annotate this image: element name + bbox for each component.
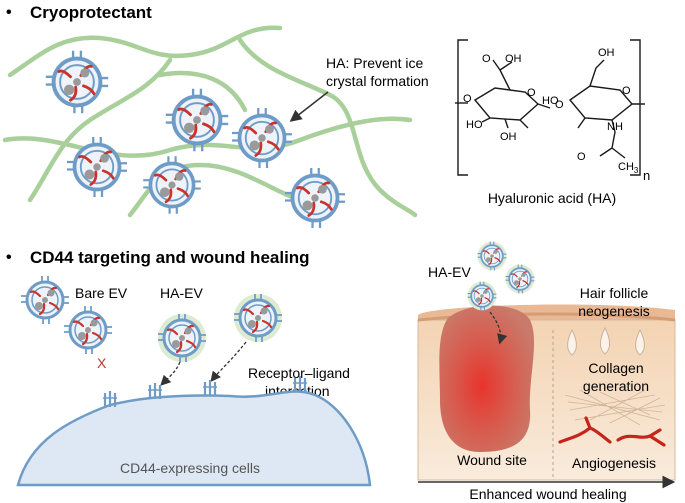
- wound-site-label: Wound site: [457, 452, 527, 468]
- hair-follicle: [600, 326, 610, 355]
- right-bracket: [630, 39, 641, 176]
- cd44-receptor: [101, 389, 119, 409]
- cooh-oh-label: OH: [505, 53, 522, 65]
- blocked-x: X: [97, 355, 107, 371]
- ha-ev: [158, 314, 206, 362]
- bottom-bullet: •: [6, 249, 12, 266]
- repeat-n: n: [643, 168, 650, 183]
- hair-follicle-line1: Hair follicle: [580, 285, 649, 301]
- ev-particle: [163, 86, 231, 154]
- hair-follicle: [635, 328, 645, 356]
- bare-ev: [62, 304, 114, 356]
- collagen-line2: generation: [583, 378, 649, 394]
- ha-note-line1: HA: Prevent ice: [326, 55, 423, 71]
- ha-strand: [237, 37, 418, 218]
- hair-follicle-line2: neogenesis: [578, 303, 650, 319]
- glyco-o-mid: O: [555, 99, 564, 111]
- ring2-oh: OH: [598, 47, 615, 59]
- ha-ev: [506, 265, 535, 294]
- wound-region: [439, 305, 535, 452]
- delivery-arrow: [489, 311, 508, 345]
- ring2-o: O: [622, 85, 631, 97]
- cd44-receptor: [201, 378, 219, 398]
- ha-strand: [27, 57, 173, 203]
- top-bullet: •: [6, 4, 12, 21]
- left-bracket: [457, 39, 468, 176]
- collagen-fibers: [564, 389, 666, 426]
- nh-label: NH: [607, 121, 623, 133]
- healing-ha-ev-label: HA-EV: [428, 264, 471, 280]
- glyco-o-left: O: [463, 93, 472, 105]
- acetyl-o-label: O: [577, 151, 586, 163]
- ev-particle: [283, 166, 347, 230]
- cd44-cell: [16, 390, 372, 487]
- cd44-receptor: [291, 374, 309, 394]
- cd44-receptor: [146, 381, 164, 401]
- ha-ev: [468, 282, 497, 311]
- enhanced-label: Enhanced wound healing: [469, 486, 626, 502]
- ring1-oh: OH: [500, 131, 517, 143]
- ha-ev: [234, 294, 282, 342]
- ring1-o: O: [527, 87, 536, 99]
- binding-arrow: [160, 361, 181, 386]
- ha-note-line2: crystal formation: [326, 73, 429, 89]
- ha-strand: [127, 162, 303, 218]
- ha-strand: [157, 70, 248, 113]
- ha-ev-label: HA-EV: [160, 285, 203, 301]
- top-section-title: Cryoprotectant: [30, 3, 152, 22]
- ha-chemical-structure: [455, 39, 645, 176]
- ev-particle: [230, 106, 294, 170]
- ha-strands: [2, 25, 418, 218]
- collagen-line1: Collagen: [588, 360, 643, 376]
- ha-strand: [7, 25, 283, 78]
- cooh-o-label: O: [482, 53, 491, 65]
- blood-vessels: [558, 416, 666, 447]
- ev-particle: [43, 48, 111, 116]
- bottom-section-title: CD44 targeting and wound healing: [30, 248, 310, 267]
- vessel: [616, 428, 666, 447]
- ch3-label: CH3: [618, 161, 639, 175]
- bare-ev-label: Bare EV: [75, 285, 128, 301]
- cell-label: CD44-expressing cells: [120, 460, 260, 476]
- bare-ev: [19, 274, 71, 326]
- structure-caption: Hyaluronic acid (HA): [488, 190, 616, 206]
- hair-follicles: [567, 326, 645, 356]
- hair-follicle: [567, 328, 577, 356]
- vessel: [558, 416, 612, 444]
- ha-note-arrow: [289, 91, 329, 122]
- angiogenesis-label: Angiogenesis: [572, 455, 656, 471]
- ha-ev: [478, 242, 507, 271]
- binding-arrow: [210, 341, 247, 383]
- ring2-ho: HO: [542, 95, 559, 107]
- receptor-ligand-line1: Receptor–ligand: [248, 365, 350, 381]
- ring1-ho: HO: [466, 119, 483, 131]
